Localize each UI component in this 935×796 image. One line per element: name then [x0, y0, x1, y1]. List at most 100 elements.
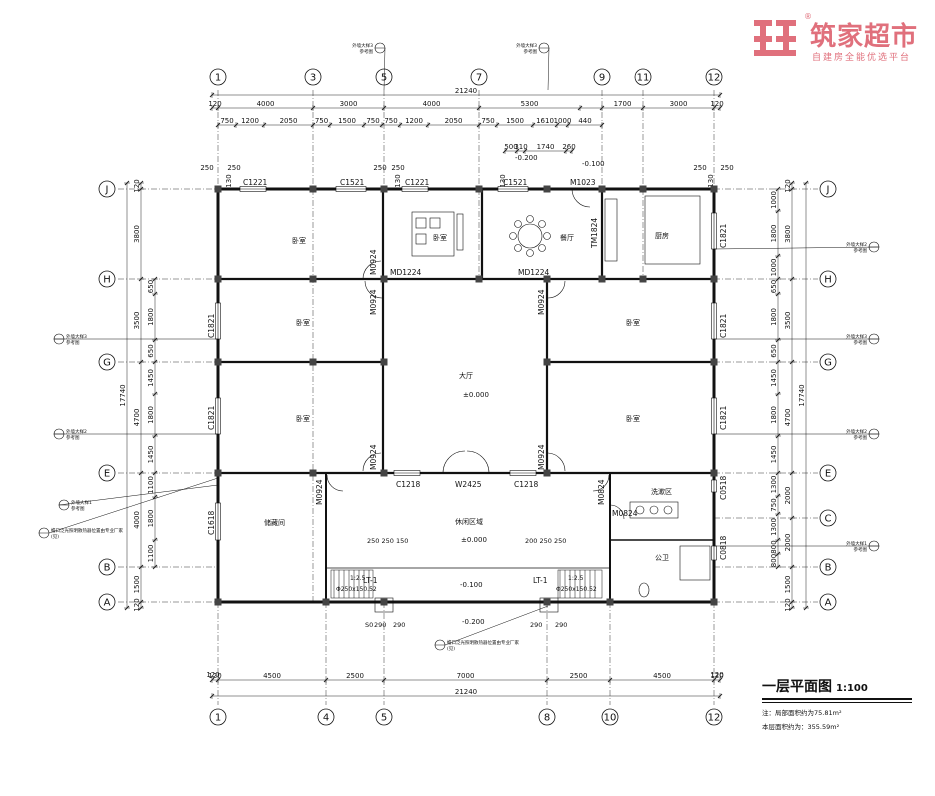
- label-lt1: LT-1: [363, 576, 378, 585]
- axis-label: E: [825, 469, 831, 480]
- callout-text: 外墙大样3: [846, 333, 867, 340]
- window: [711, 545, 717, 561]
- column: [309, 358, 317, 366]
- dim-right-row2: 1000: [770, 191, 778, 209]
- window: [711, 212, 717, 250]
- room-hall: 大厅: [459, 371, 473, 380]
- note-text: (见): [51, 534, 59, 540]
- stair-labels: Φ250x150.52 Φ250x150.52 1:2.5 1:2.5 250 …: [336, 537, 597, 629]
- lt-pad: [374, 597, 394, 613]
- dim-top-row1: 3000: [340, 100, 358, 108]
- label-m0824: M0824: [597, 479, 606, 505]
- callout-text: 外墙大样3: [66, 333, 87, 340]
- dim-right-row1: 2000: [784, 534, 792, 552]
- drawing-title: 一层平面图: [762, 679, 832, 695]
- column: [380, 598, 388, 606]
- column: [710, 358, 718, 366]
- sofa-seat: [429, 217, 441, 229]
- label-c1218: C1218: [396, 480, 421, 489]
- axis-label: 4: [323, 713, 329, 724]
- callout-text: 外墙大样2: [846, 241, 867, 248]
- axis-marker-top: 12: [705, 68, 723, 86]
- dim-left-row1: 4000: [133, 511, 141, 529]
- dim-small: 250: [227, 164, 240, 172]
- room-bedroom-w: 卧室: [296, 318, 310, 327]
- axis-marker-top: 1: [209, 68, 227, 86]
- axis-marker-left: G: [98, 353, 116, 371]
- dim-bottom-row1: 7000: [457, 672, 475, 680]
- label-m0924: M0924: [369, 444, 378, 470]
- dim-right-row1: 1500: [784, 576, 792, 594]
- room-wc: 公卫: [655, 554, 669, 562]
- stair-slope: 1:2.5: [350, 575, 366, 582]
- dim-small: 250: [200, 164, 213, 172]
- callout-ref: 参考图: [854, 247, 868, 254]
- dim-top-row1: 4000: [257, 100, 275, 108]
- stair-size: Φ250x150.52: [336, 586, 377, 593]
- dim-small: 250: [373, 164, 386, 172]
- room-bedroom-e: 卧室: [626, 318, 640, 327]
- column: [309, 469, 317, 477]
- walls: [216, 187, 716, 604]
- stair-slope: 1:2.5: [568, 575, 584, 582]
- axis-marker-bottom: 1: [209, 708, 227, 726]
- dim-top-row1: 120: [710, 100, 723, 108]
- dim-top-row3: 500: [504, 143, 517, 151]
- dim-top-row2: 1200: [405, 117, 423, 125]
- note-text: 檐口泛光照明散热器位置由专业厂家: [51, 527, 123, 534]
- room-wash: 洗漱区: [651, 487, 672, 496]
- axis-marker-left: A: [98, 593, 116, 611]
- door-swing: [326, 474, 344, 492]
- dim-left-row2: 1450: [147, 446, 155, 464]
- dim-top-row1: 1700: [614, 100, 632, 108]
- door-swings: [326, 188, 625, 520]
- dim-right-row2: 1300: [770, 476, 778, 494]
- column: [710, 469, 718, 477]
- column: [543, 469, 551, 477]
- dim-left-row1: 4700: [133, 409, 141, 427]
- label-c1821: C1821: [719, 223, 728, 248]
- label-m0924: M0924: [537, 289, 546, 315]
- dim-left-row2: 1800: [147, 406, 155, 424]
- step-dims: 200 250 250: [525, 537, 566, 545]
- chair: [543, 232, 551, 240]
- label-c1521: C1521: [503, 178, 528, 187]
- axis-marker-bottom: 4: [317, 708, 335, 726]
- axis-label: J: [826, 185, 830, 196]
- axis-label: 10: [604, 713, 617, 724]
- dim-small: 250: [693, 164, 706, 172]
- registered-mark: ®: [804, 12, 812, 21]
- lt-pad: [539, 597, 559, 613]
- dim-bottom-row1: 2500: [346, 672, 364, 680]
- dim-right-row2: 1450: [770, 369, 778, 387]
- columns: [214, 185, 718, 606]
- room-living-tag: 卧室: [433, 233, 447, 242]
- dim-top-row2: 750: [315, 117, 328, 125]
- dim-right-row2: 800: [770, 540, 778, 553]
- tv-cabinet: [456, 213, 464, 251]
- callout-ref: 参考图: [854, 546, 868, 553]
- column: [598, 275, 606, 283]
- dim-bottom-row1: 4500: [263, 672, 281, 680]
- base-dim: 290: [374, 621, 386, 629]
- dim-left-row1: 3500: [133, 312, 141, 330]
- axis-marker-top: 9: [593, 68, 611, 86]
- label-c1821: C1821: [719, 313, 728, 338]
- toilet: [638, 582, 650, 598]
- axis-marker-left: B: [98, 558, 116, 576]
- dim-bottom-row1: 120: [208, 672, 221, 680]
- window: [711, 479, 717, 493]
- window: [401, 186, 429, 192]
- label-tm1824: TM1824: [590, 218, 599, 249]
- dim-left-row1: 3800: [133, 225, 141, 243]
- callout-text: 外墙大样3: [352, 42, 373, 49]
- dim-left-row2: 1800: [147, 308, 155, 326]
- dim-left-row1: 120: [133, 179, 141, 192]
- dim-left-row2: 1450: [147, 369, 155, 387]
- room-bedroom-nw: 卧室: [292, 236, 306, 245]
- door-swing: [362, 260, 382, 280]
